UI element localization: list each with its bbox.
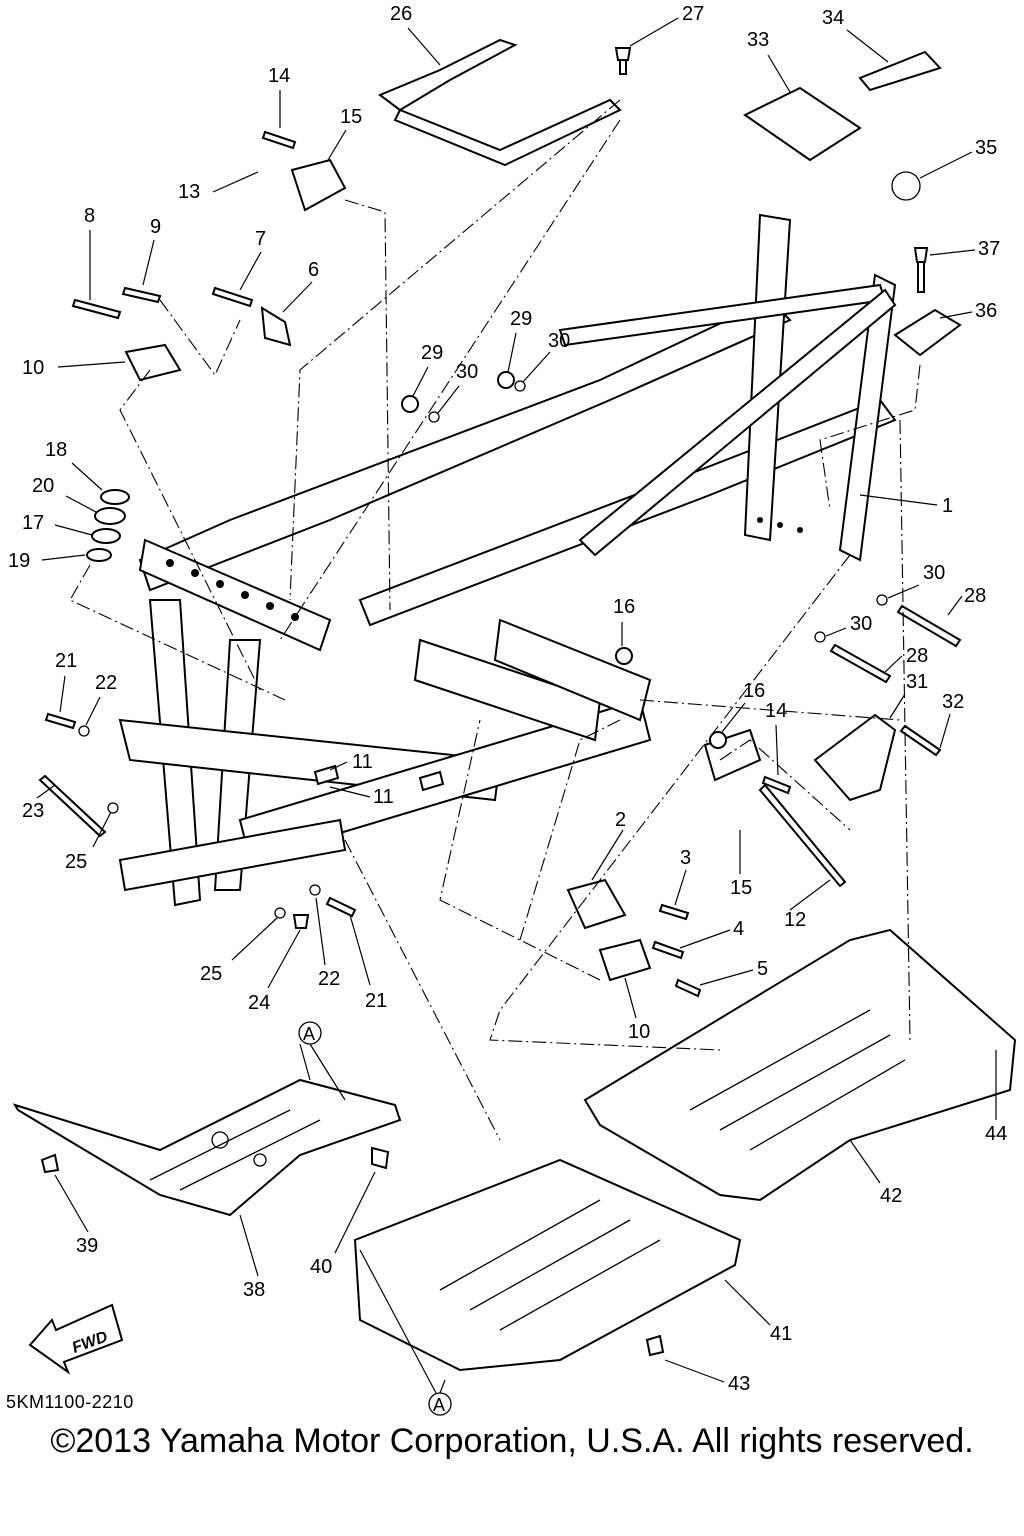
- copyright-notice: ©2013 Yamaha Motor Corporation, U.S.A. A…: [50, 1422, 974, 1460]
- callout-34: 34: [822, 7, 844, 29]
- callout-39: 39: [76, 1235, 98, 1257]
- callout-3: 3: [680, 847, 691, 869]
- callout-29: 29: [421, 342, 443, 364]
- callout-22: 22: [95, 672, 117, 694]
- callout-25b: 25: [200, 963, 222, 985]
- ref-mark-bottom: A: [359, 1249, 452, 1416]
- callout-26: 26: [390, 3, 412, 25]
- callout-10: 10: [22, 357, 44, 379]
- callout-5: 5: [757, 958, 768, 980]
- callout-7: 7: [255, 228, 266, 250]
- callout-23: 23: [22, 800, 44, 822]
- callout-41: 41: [770, 1323, 792, 1345]
- callout-31: 31: [906, 671, 928, 693]
- callout-15b: 15: [730, 877, 752, 899]
- fwd-arrow-icon: FWD: [28, 1303, 124, 1375]
- callout-38: 38: [243, 1279, 265, 1301]
- callout-19: 19: [8, 550, 30, 572]
- callout-9: 9: [150, 216, 161, 238]
- callout-20: 20: [32, 475, 54, 497]
- callout-18: 18: [45, 439, 67, 461]
- callout-36: 36: [975, 300, 997, 322]
- callout-17: 17: [22, 512, 44, 534]
- callout-16: 16: [613, 596, 635, 618]
- callout-30: 30: [456, 361, 478, 383]
- callout-25: 25: [65, 851, 87, 873]
- callout-37: 37: [978, 238, 1000, 260]
- callout-27: 27: [682, 3, 704, 25]
- callout-16b: 16: [743, 680, 765, 702]
- callout-33: 33: [747, 29, 769, 51]
- ref-mark-label: A: [303, 1024, 315, 1044]
- callout-14b: 14: [765, 700, 787, 722]
- callout-32: 32: [942, 691, 964, 713]
- phantom-lines: [69, 99, 921, 1141]
- callout-21b: 21: [365, 990, 387, 1012]
- callout-6: 6: [308, 259, 319, 281]
- callout-1: 1: [942, 495, 953, 517]
- callout-12: 12: [784, 909, 806, 931]
- skid-plates: [12, 928, 1017, 1372]
- callout-10b: 10: [628, 1021, 650, 1043]
- callout-44: 44: [985, 1123, 1007, 1145]
- callout-28b: 28: [906, 645, 928, 667]
- callout-4: 4: [733, 918, 744, 940]
- callout-11b: 11: [373, 786, 394, 808]
- callout-43: 43: [728, 1373, 750, 1395]
- callout-28: 28: [964, 585, 986, 607]
- callout-24: 24: [248, 992, 270, 1014]
- ref-mark-top: A: [298, 1021, 346, 1101]
- callout-22b: 22: [318, 968, 340, 990]
- ref-mark-label: A: [433, 1395, 445, 1415]
- callout-15: 15: [340, 106, 362, 128]
- callout-8: 8: [84, 205, 95, 227]
- callout-29b: 29: [510, 308, 532, 330]
- callout-42: 42: [880, 1185, 902, 1207]
- callout-13: 13: [178, 181, 200, 203]
- callout-30b: 30: [548, 330, 570, 352]
- callout-30d: 30: [850, 613, 872, 635]
- callout-30c: 30: [923, 562, 945, 584]
- callout-35: 35: [975, 137, 997, 159]
- callout-11: 11: [352, 751, 373, 773]
- callout-40: 40: [310, 1256, 332, 1278]
- callouts: 1 2 3 4 5 6 7 8 9 10 10 11 11 12 13 14 1…: [8, 3, 1007, 1395]
- callout-14: 14: [268, 65, 290, 87]
- diagram-code: 5KM1100-2210: [6, 1392, 134, 1412]
- callout-21: 21: [55, 650, 77, 672]
- main-frame: [118, 213, 897, 907]
- callout-2: 2: [615, 809, 626, 831]
